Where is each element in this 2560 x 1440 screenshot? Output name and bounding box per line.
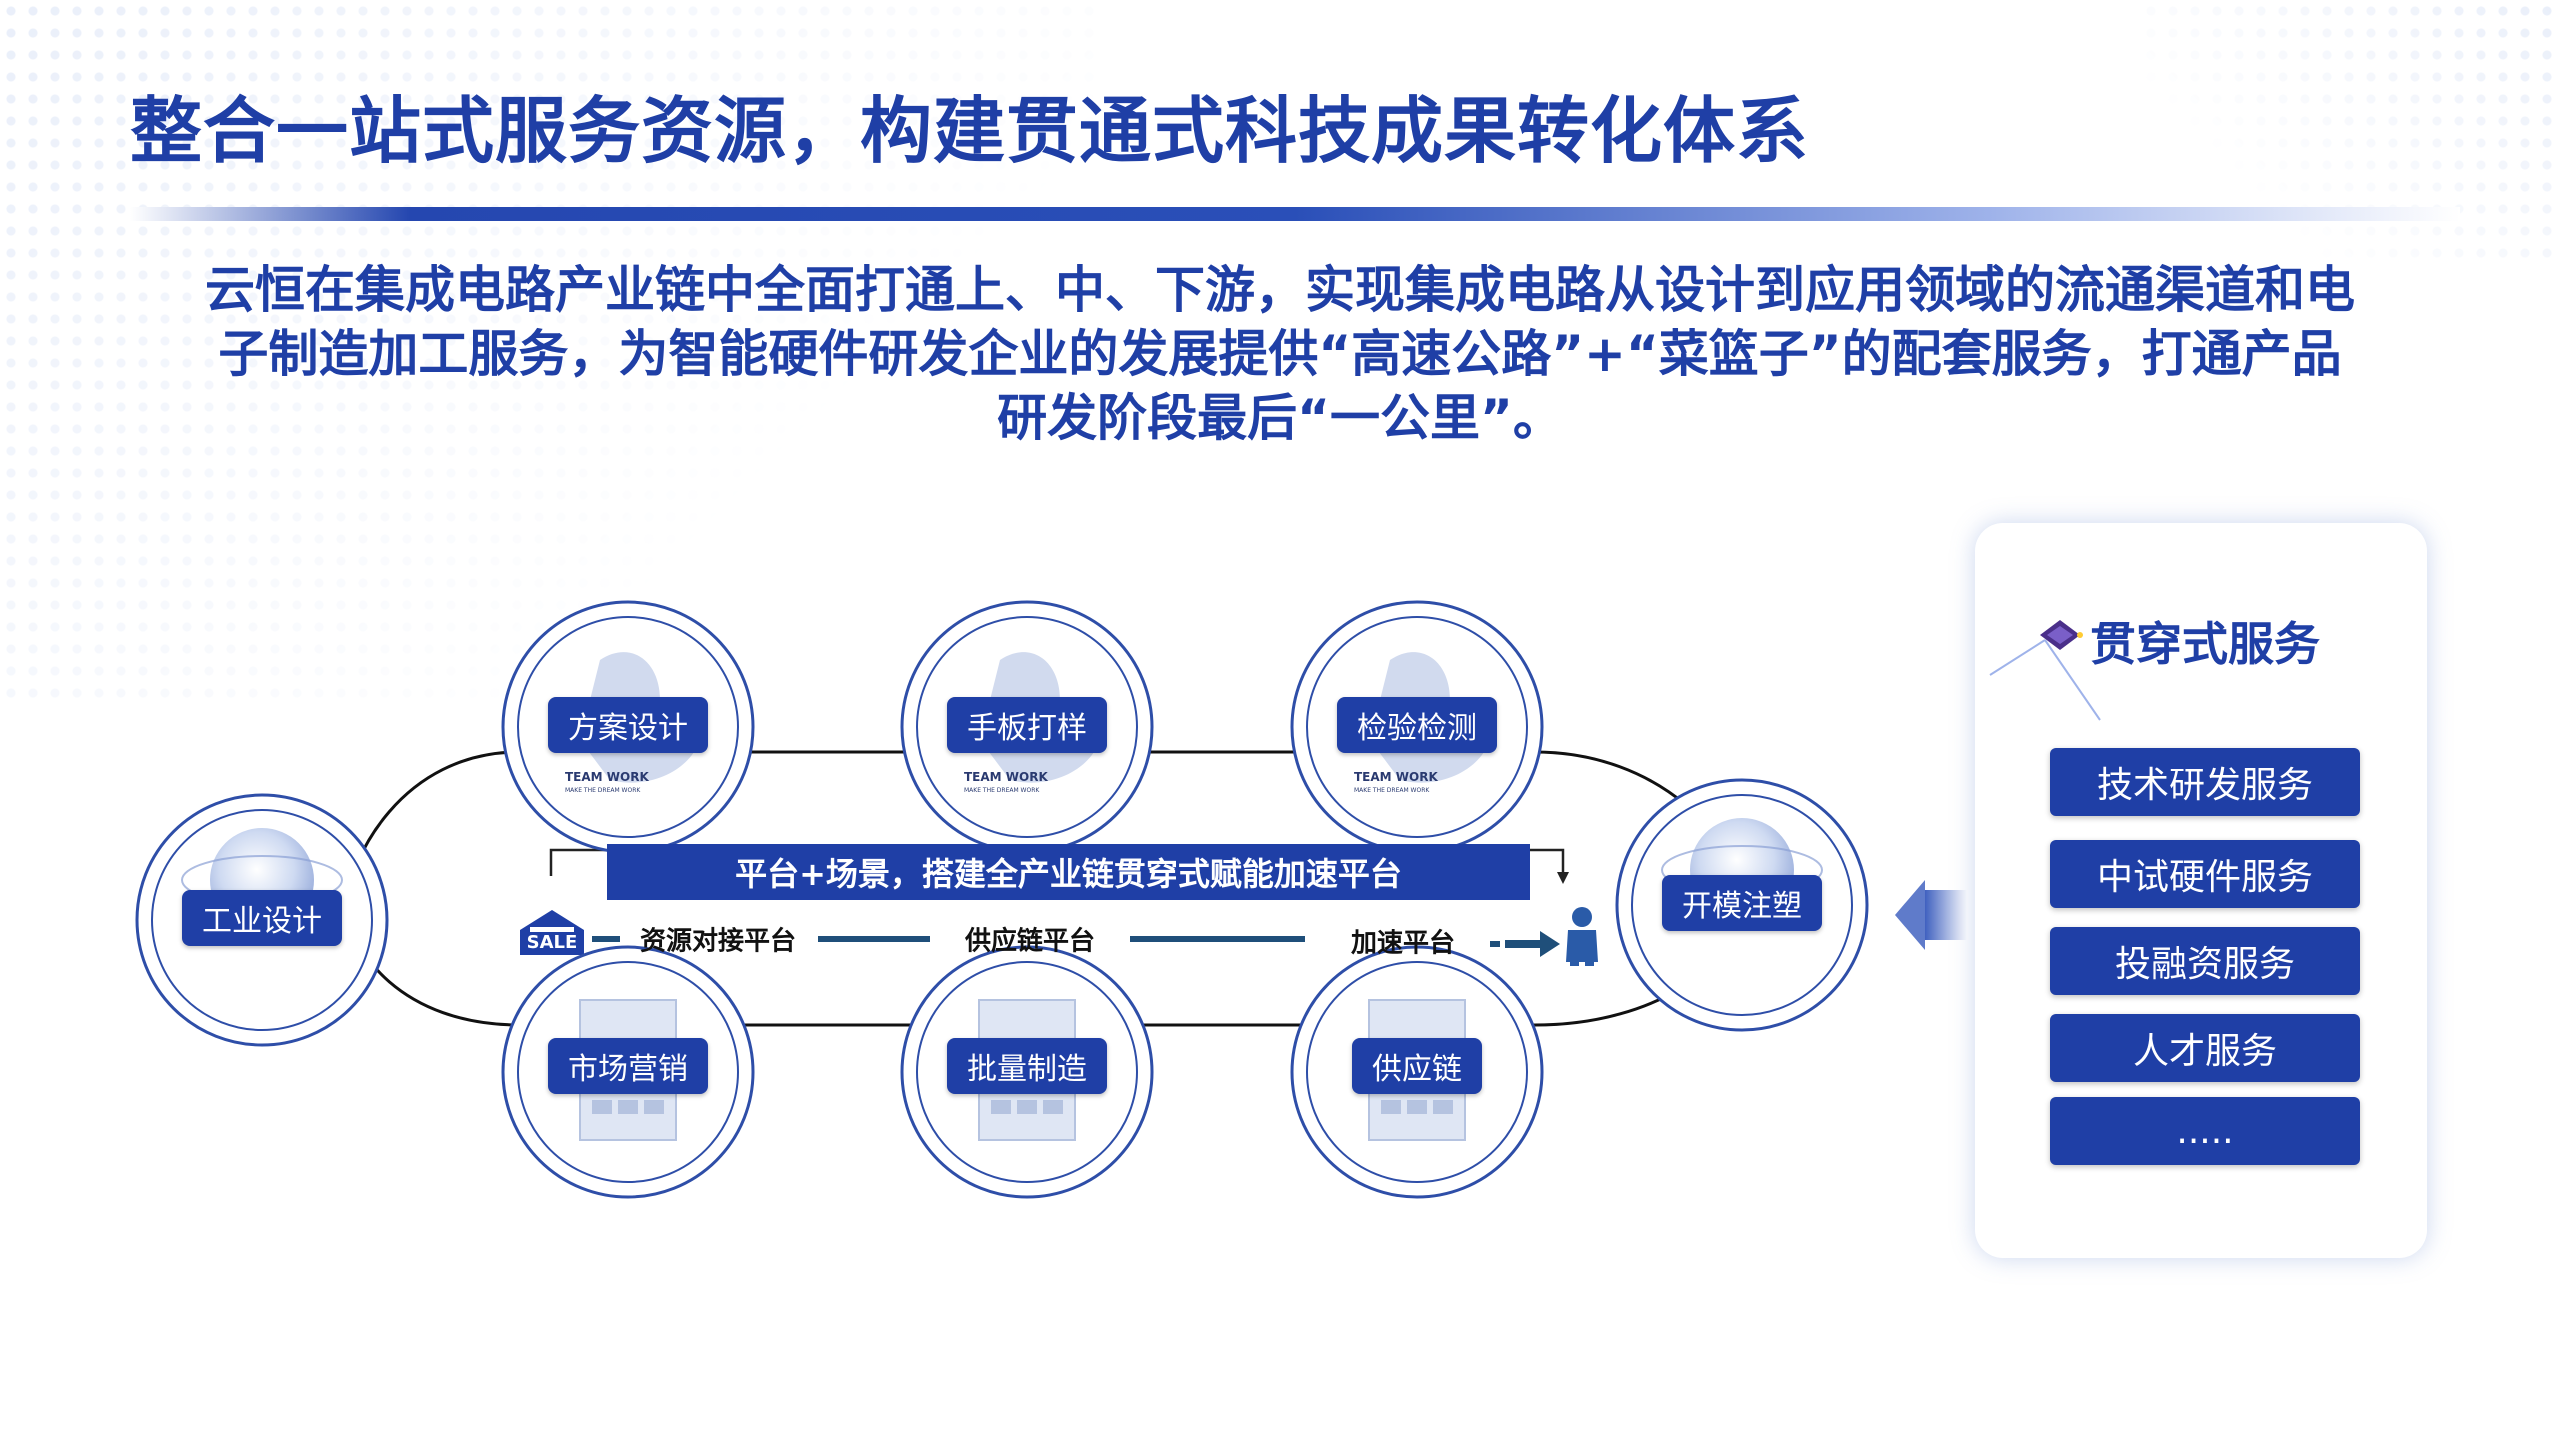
page-title: 整合一站式服务资源，构建贯通式科技成果转化体系 bbox=[130, 89, 1810, 173]
node-label-industrial-design: 工业设计 bbox=[182, 890, 342, 946]
node-label-solution-design: 方案设计 bbox=[548, 697, 708, 753]
team-work-text: TEAM WORK bbox=[964, 770, 1048, 784]
service-more-button[interactable]: ..... bbox=[2050, 1097, 2360, 1165]
platform-banner: 平台+场景，搭建全产业链贯穿式赋能加速平台 bbox=[607, 844, 1530, 900]
team-work-captions: TEAM WORK MAKE THE DREAM WORK TEAM WORK … bbox=[565, 770, 1438, 794]
dot-pattern-left bbox=[0, 0, 1100, 700]
panel-arrow-icon bbox=[1895, 880, 1967, 950]
team-work-sub-text: MAKE THE DREAM WORK bbox=[1354, 787, 1430, 794]
node-label-supply-chain: 供应链 bbox=[1352, 1038, 1482, 1094]
flow-arrow-icon bbox=[1505, 931, 1560, 957]
service-investment-button[interactable]: 投融资服务 bbox=[2050, 927, 2360, 995]
sale-tag-icon bbox=[520, 910, 584, 955]
flow-label-accelerate: 加速平台 bbox=[1350, 928, 1456, 959]
flow-label-resource: 资源对接平台 bbox=[639, 926, 797, 957]
panel-title: 贯穿式服务 bbox=[2090, 617, 2320, 671]
node-label-marketing: 市场营销 bbox=[548, 1038, 708, 1094]
service-talent-button[interactable]: 人才服务 bbox=[2050, 1014, 2360, 1082]
node-label-mold-injection: 开模注塑 bbox=[1662, 875, 1822, 931]
service-pilot-hardware-button[interactable]: 中试硬件服务 bbox=[2050, 840, 2360, 908]
flow-label-supply: 供应链平台 bbox=[964, 926, 1096, 957]
title-underline-bar bbox=[130, 207, 2460, 221]
description-paragraph: 云恒在集成电路产业链中全面打通上、中、下游，实现集成电路从设计到应用领域的流通渠… bbox=[205, 261, 2355, 447]
team-work-text: TEAM WORK bbox=[565, 770, 649, 784]
node-label-mass-production: 批量制造 bbox=[947, 1038, 1107, 1094]
businessman-icon bbox=[1566, 907, 1598, 966]
flow-connectors bbox=[592, 936, 1500, 947]
node-label-prototype: 手板打样 bbox=[947, 697, 1107, 753]
cube-icon bbox=[1989, 620, 2101, 721]
team-work-sub-text: MAKE THE DREAM WORK bbox=[565, 787, 641, 794]
node-label-inspection: 检验检测 bbox=[1337, 697, 1497, 753]
team-work-text: TEAM WORK bbox=[1354, 770, 1438, 784]
team-work-sub-text: MAKE THE DREAM WORK bbox=[964, 787, 1040, 794]
sale-tag-text: SALE bbox=[527, 932, 578, 953]
service-rd-button[interactable]: 技术研发服务 bbox=[2050, 748, 2360, 816]
